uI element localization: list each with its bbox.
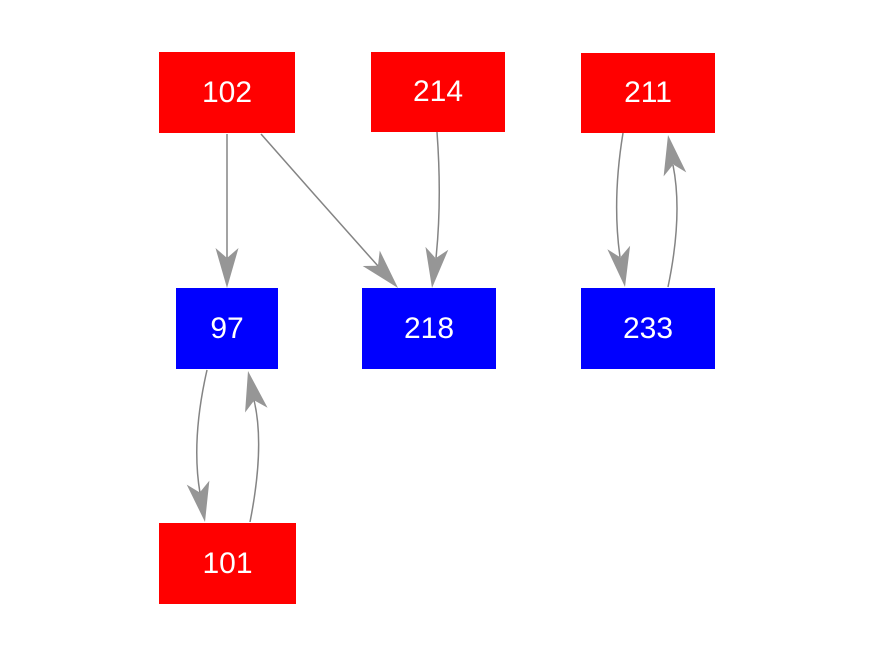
edge-line [249, 399, 260, 523]
graph-node-233[interactable]: 233 [581, 288, 715, 369]
arrowhead-icon [362, 250, 398, 288]
graph-node-97[interactable]: 97 [176, 288, 278, 369]
arrowhead-icon [607, 245, 631, 287]
node-label: 97 [210, 311, 244, 345]
graph-node-102[interactable]: 102 [159, 52, 295, 133]
graph-node-214[interactable]: 214 [371, 52, 505, 132]
graph-node-211[interactable]: 211 [581, 53, 715, 133]
node-label: 211 [624, 76, 672, 109]
edge-line [435, 131, 441, 259]
edge-102-218 [260, 133, 398, 288]
node-label: 102 [201, 75, 253, 109]
edge-line [196, 369, 208, 494]
node-label: 214 [412, 75, 464, 108]
edge-101-97 [245, 371, 268, 523]
edge-233-211 [663, 135, 687, 288]
edge-102-97 [215, 133, 239, 288]
graph-node-218[interactable]: 218 [362, 288, 496, 369]
arrowhead-icon [425, 246, 449, 288]
edge-line [615, 132, 624, 258]
arrowhead-icon [245, 371, 268, 413]
arrowhead-icon [663, 135, 687, 177]
node-label: 101 [202, 546, 253, 580]
arrowhead-icon [215, 248, 239, 288]
graph-node-101[interactable]: 101 [159, 523, 296, 604]
edge-97-101 [186, 369, 210, 522]
arrowhead-icon [186, 480, 210, 522]
node-label: 218 [403, 311, 455, 345]
edge-214-218 [425, 131, 449, 288]
edge-211-233 [607, 132, 631, 287]
edge-line [667, 164, 678, 288]
edge-line [260, 133, 379, 267]
node-label: 233 [622, 311, 674, 345]
